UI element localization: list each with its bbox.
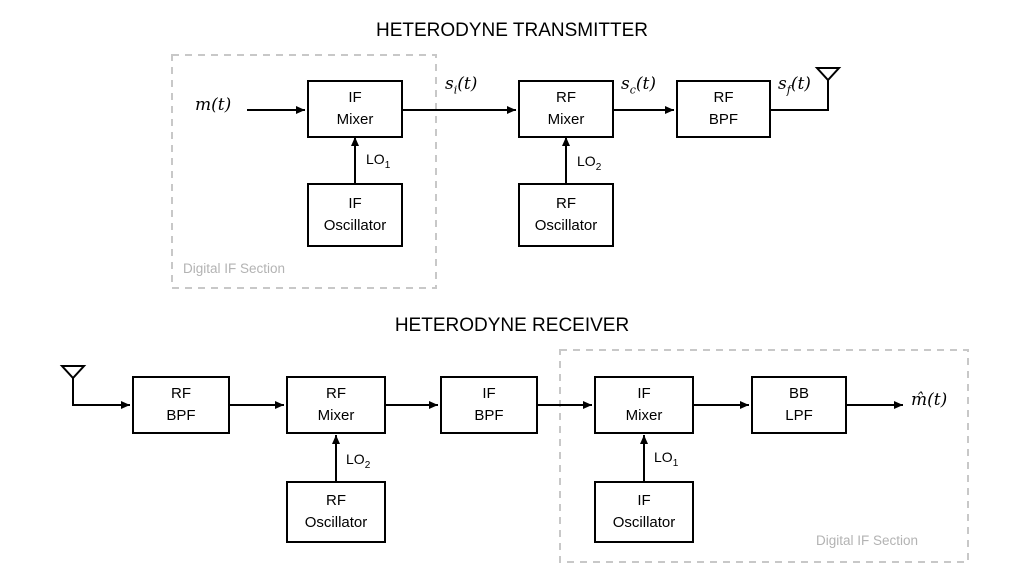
tx-section-label: Digital IF Section (183, 261, 286, 276)
rx-rf-bpf-block: RF BPF (132, 376, 230, 434)
transmitter-title: HETERODYNE TRANSMITTER (375, 20, 648, 41)
rx-rf-mixer-line2: Mixer (317, 407, 355, 424)
rx-if-oscillator-line1: IF (637, 492, 651, 509)
tx-if-oscillator-block: IF Oscillator (307, 183, 403, 247)
rx-rf-oscillator-block: RF Oscillator (286, 481, 386, 543)
tx-if-mixer-block: IF Mixer (307, 80, 403, 138)
tx-if-mixer-line1: IF (348, 89, 362, 106)
rx-rf-bpf-line1: RF (171, 385, 191, 402)
tx-rf-oscillator-line1: RF (556, 195, 576, 212)
rx-section-label: Digital IF Section (816, 533, 919, 548)
rx-lo2-label: LO2 (346, 451, 371, 471)
rx-if-bpf-line2: BPF (474, 407, 504, 424)
rx-rf-bpf-line2: BPF (166, 407, 196, 424)
rx-if-mixer-line2: Mixer (625, 407, 663, 424)
tx-rf-mixer-block: RF Mixer (518, 80, 614, 138)
tx-lo2-label: LO2 (577, 153, 602, 173)
tx-rf-oscillator-line2: Oscillator (534, 217, 598, 234)
tx-if-mixer-line2: Mixer (336, 111, 374, 128)
tx-rf-bpf-line1: RF (713, 89, 734, 106)
tx-if-oscillator-line2: Oscillator (323, 217, 387, 234)
tx-rf-mixer-line2: Mixer (547, 111, 585, 128)
rx-if-oscillator-line2: Oscillator (612, 514, 676, 531)
rx-antenna-line (72, 378, 130, 409)
tx-si-label: si(t) (445, 74, 478, 97)
tx-input-signal-label: m(t) (195, 95, 232, 115)
rx-bb-lpf-block: BB LPF (751, 376, 847, 434)
tx-if-oscillator-line1: IF (348, 195, 362, 212)
tx-rf-bpf-block: RF BPF (676, 80, 771, 138)
rx-if-bpf-block: IF BPF (440, 376, 538, 434)
rx-rf-mixer-block: RF Mixer (286, 376, 386, 434)
receiver-title: HETERODYNE RECEIVER (394, 315, 630, 336)
tx-rf-bpf-line2: BPF (708, 111, 739, 128)
tx-sf-label: sf(t) (778, 74, 811, 97)
tx-digital-if-section-border (171, 54, 437, 289)
tx-sc-label: sc(t) (621, 74, 657, 97)
rx-if-mixer-line1: IF (637, 385, 651, 402)
rx-if-bpf-line1: IF (482, 385, 496, 402)
rx-lo1-label: LO1 (654, 449, 679, 469)
rx-output-signal-label: m̂(t) (911, 390, 948, 410)
tx-antenna-icon (814, 67, 842, 82)
tx-bpf-to-antenna-line (770, 80, 829, 111)
tx-lo1-label: LO1 (366, 151, 391, 171)
rx-antenna-icon (59, 365, 87, 380)
tx-rf-mixer-line1: RF (556, 89, 576, 106)
rx-bb-lpf-line2: LPF (785, 407, 813, 424)
tx-rf-oscillator-block: RF Oscillator (518, 183, 614, 247)
rx-if-mixer-block: IF Mixer (594, 376, 694, 434)
rx-bb-lpf-line1: BB (788, 385, 809, 402)
rx-rf-oscillator-line1: RF (326, 492, 346, 509)
rx-rf-oscillator-line2: Oscillator (304, 514, 368, 531)
rx-digital-if-section-border (559, 349, 969, 563)
rx-if-oscillator-block: IF Oscillator (594, 481, 694, 543)
rx-rf-mixer-line1: RF (326, 385, 346, 402)
